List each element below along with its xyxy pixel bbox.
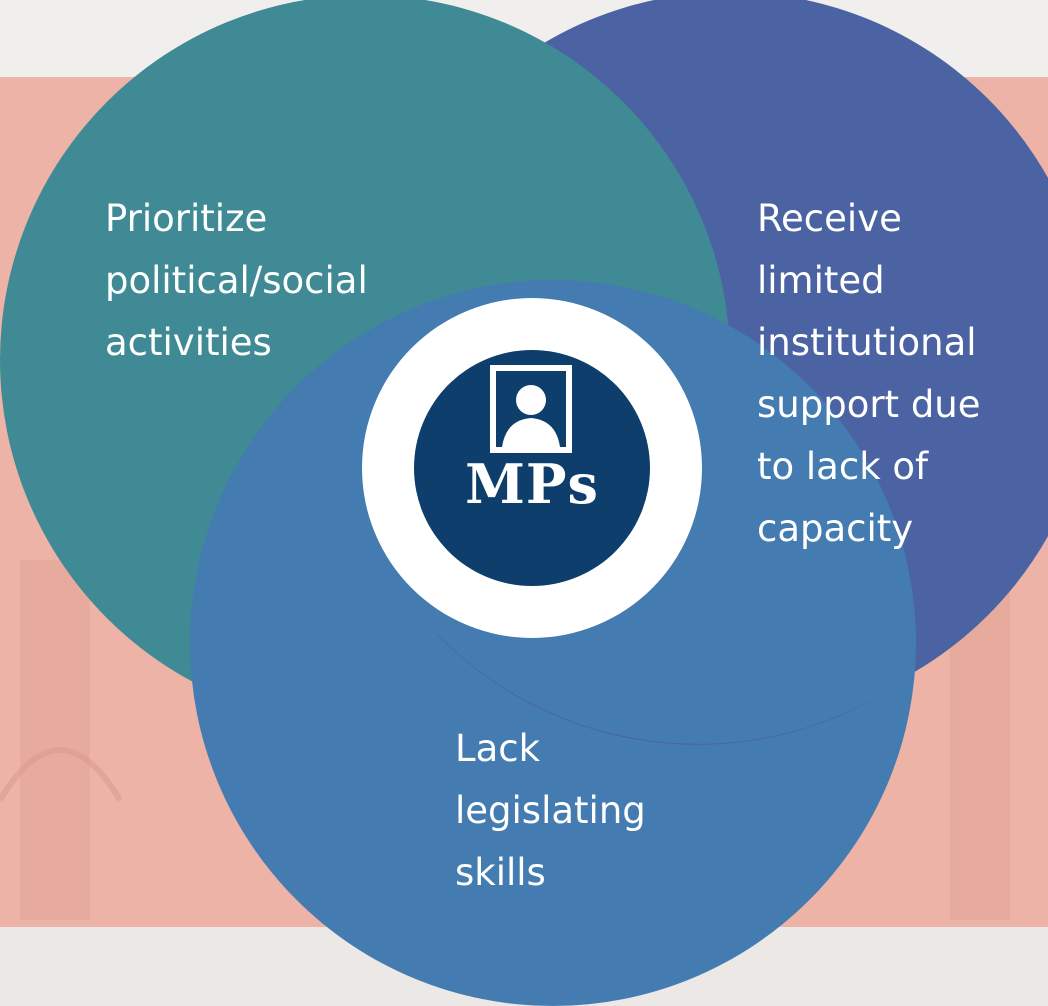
background-pillar xyxy=(20,560,90,920)
label-legislating-skills: Lack legislating skills xyxy=(455,727,646,894)
center-disc xyxy=(414,350,650,586)
label-institutional-support: Receive limited institutional support du… xyxy=(757,197,981,550)
label-prioritize: Prioritize political/social activities xyxy=(105,197,368,364)
background-arch xyxy=(0,747,123,802)
center-label: MPs xyxy=(465,452,599,516)
portrait-icon xyxy=(490,365,572,453)
